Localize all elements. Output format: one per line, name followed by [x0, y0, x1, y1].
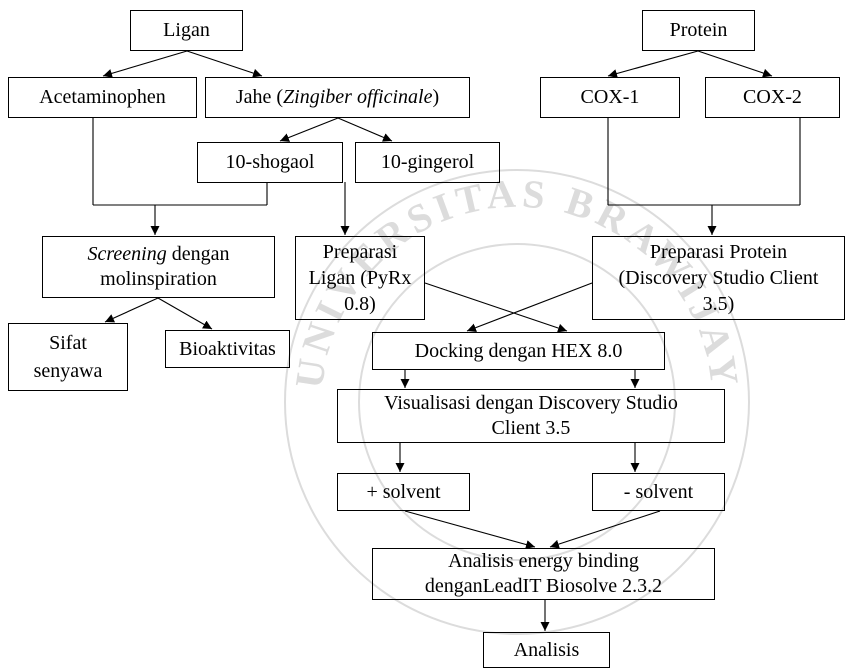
node-plus-solvent: + solvent [337, 473, 470, 511]
arrow-ligan-to-acetaminophen [102, 50, 188, 78]
screening-italic: Screening [87, 243, 167, 265]
node-docking: Docking dengan HEX 8.0 [372, 332, 665, 370]
node-visualisasi: Visualisasi dengan Discovery Studio Clie… [337, 389, 725, 443]
node-minus-solvent: - solvent [592, 473, 725, 511]
arrow-minus-solvent-to-energy [549, 510, 661, 549]
node-label: - solvent [623, 480, 694, 503]
node-cox1: COX-1 [540, 77, 680, 118]
node-label: Jahe (Zingiber officinale) [236, 85, 439, 110]
screening-rest: dengan [166, 243, 230, 265]
node-10-gingerol: 10-gingerol [355, 142, 500, 183]
node-label: Protein [669, 19, 728, 41]
node-label-line-1: Visualisasi dengan Discovery Studio [384, 392, 678, 414]
node-bioaktivitas: Bioaktivitas [165, 330, 290, 368]
node-10-shogaol: 10-shogaol [197, 142, 343, 183]
node-label: Acetaminophen [39, 86, 166, 108]
node-protein: Protein [642, 10, 755, 51]
node-label-line-3: 0.8) [344, 293, 376, 315]
node-label-line-3: 3.5) [702, 293, 735, 315]
node-sifat-senyawa: Sifat senyawa [8, 323, 128, 391]
node-ligan: Ligan [130, 10, 243, 51]
node-label: + solvent [366, 480, 441, 503]
arrow-jahe-to-shogaol [279, 117, 339, 142]
node-label-line-2: senyawa [33, 360, 103, 382]
node-jahe: Jahe (Zingiber officinale) [205, 77, 470, 118]
arrow-screening-to-bioaktivitas [157, 297, 213, 330]
node-label: COX-1 [580, 86, 640, 108]
node-label-line-2: denganLeadIT Biosolve 2.3.2 [424, 575, 663, 597]
node-label: Analisis [513, 638, 580, 661]
node-label: 10-shogaol [225, 151, 315, 173]
node-label-line-1: Sifat [49, 332, 87, 354]
node-label-line-2: Client 3.5 [491, 417, 571, 439]
jahe-suffix: ) [432, 86, 440, 108]
arrow-protein-to-cox2 [697, 50, 773, 78]
node-label-line-1: Preparasi Protein [649, 241, 788, 263]
node-label-line-2: Ligan (PyRx [308, 267, 412, 289]
seal-outer-ring [284, 169, 750, 635]
node-preparasi-protein: Preparasi Protein (Discovery Studio Clie… [592, 236, 845, 320]
jahe-prefix: Jahe ( [235, 86, 284, 108]
arrow-screening-to-sifat [104, 297, 159, 323]
node-cox2: COX-2 [705, 77, 840, 118]
node-label: Bioaktivitas [179, 337, 276, 360]
jahe-species-name: Zingiber officinale [283, 86, 433, 108]
node-label: Ligan [163, 19, 210, 41]
node-label: Docking dengan HEX 8.0 [414, 339, 623, 362]
node-label: 10-gingerol [380, 151, 475, 173]
node-label-line-1: Analisis energy binding [448, 550, 639, 572]
arrow-protein-to-cox1 [607, 50, 699, 78]
node-preparasi-ligan: Preparasi Ligan (PyRx 0.8) [295, 236, 425, 320]
node-label-line-2: molinspiration [100, 268, 217, 290]
node-label: COX-2 [743, 86, 802, 108]
seal-inner-ring [358, 243, 676, 561]
node-screening: Screening dengan molinspiration [42, 236, 275, 298]
arrow-preparasi-protein-to-docking [466, 282, 593, 332]
node-analisis-energy-binding: Analisis energy binding denganLeadIT Bio… [372, 548, 715, 600]
node-analisis: Analisis [483, 632, 610, 668]
node-acetaminophen: Acetaminophen [8, 77, 197, 118]
node-label-line-1: Screening dengan [88, 242, 230, 267]
arrow-jahe-to-gingerol [337, 117, 393, 142]
arrow-plus-solvent-to-energy [404, 510, 536, 549]
node-label-line-2: (Discovery Studio Client [618, 267, 819, 289]
arrow-preparasi-ligan-to-docking [424, 282, 568, 333]
arrow-ligan-to-jahe [186, 50, 263, 78]
node-label-line-1: Preparasi [322, 241, 398, 263]
